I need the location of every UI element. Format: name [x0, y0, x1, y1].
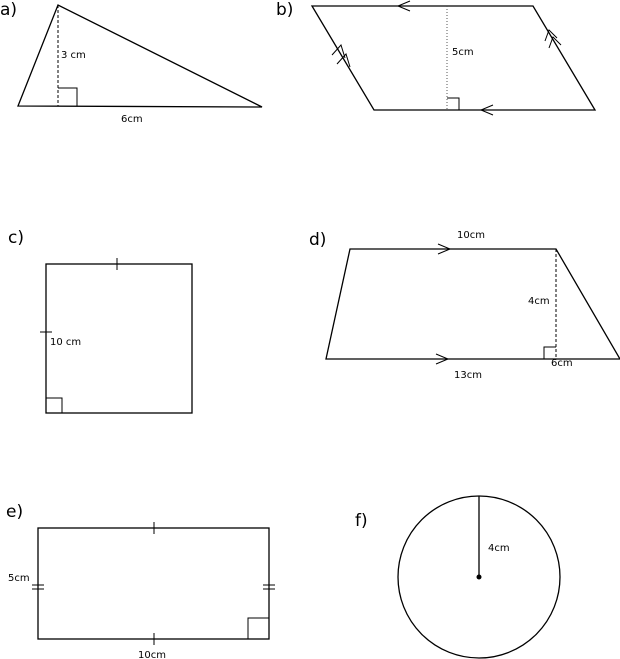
label-d: d) — [309, 230, 326, 250]
label-c: c) — [8, 228, 24, 248]
parallel-arrow-left-1 — [331, 44, 346, 59]
rectangle-outline — [37, 527, 270, 640]
shape-b-parallelogram: b) 5cm — [276, 0, 597, 116]
parallel-arrow-top — [437, 243, 452, 255]
label-f: f) — [355, 511, 368, 531]
label-e: e) — [6, 502, 23, 522]
parallel-arrow-bottom — [479, 104, 494, 116]
label-b: b) — [276, 0, 293, 20]
triangle-base-label: 6cm — [121, 114, 143, 125]
trapezium-bottom-label: 13cm — [454, 370, 482, 381]
rectangle-width-label: 5cm — [8, 573, 30, 584]
shape-d-trapezium: d) 10cm 4cm 6cm 13cm — [309, 230, 620, 381]
shape-a-triangle: a) 3 cm 6cm — [0, 0, 263, 125]
rectangle-length-label: 10cm — [138, 650, 166, 659]
circle-radius-label: 4cm — [488, 543, 510, 554]
shape-f-circle: f) 4cm — [355, 495, 561, 659]
triangle-outline — [17, 4, 263, 108]
parallel-arrow-right-1 — [544, 29, 558, 42]
trapezium-overhang-label: 6cm — [551, 358, 573, 369]
parallelogram-outline — [310, 5, 597, 111]
trapezium-top-label: 10cm — [457, 230, 485, 241]
shape-e-rectangle: e) 5cm 10cm — [6, 502, 275, 659]
parallel-arrow-bottom — [435, 353, 450, 365]
triangle-height-label: 3 cm — [61, 50, 86, 61]
parallelogram-height-label: 5cm — [452, 47, 474, 58]
parallel-arrow-right-2 — [548, 36, 562, 49]
right-angle-marker — [543, 346, 556, 359]
square-outline — [45, 263, 193, 414]
right-angle-marker — [46, 397, 63, 413]
trapezium-outline — [325, 248, 620, 360]
right-angle-marker — [247, 617, 269, 639]
shape-c-square: c) 10 cm — [8, 228, 193, 414]
label-a: a) — [0, 0, 17, 20]
right-angle-marker — [58, 87, 78, 106]
parallel-arrow-top — [396, 0, 411, 12]
right-angle-marker — [447, 97, 460, 110]
parallel-arrow-left-2 — [336, 53, 351, 68]
circle-centre-dot — [476, 574, 482, 580]
square-side-label: 10 cm — [50, 337, 81, 348]
trapezium-height-label: 4cm — [528, 296, 550, 307]
